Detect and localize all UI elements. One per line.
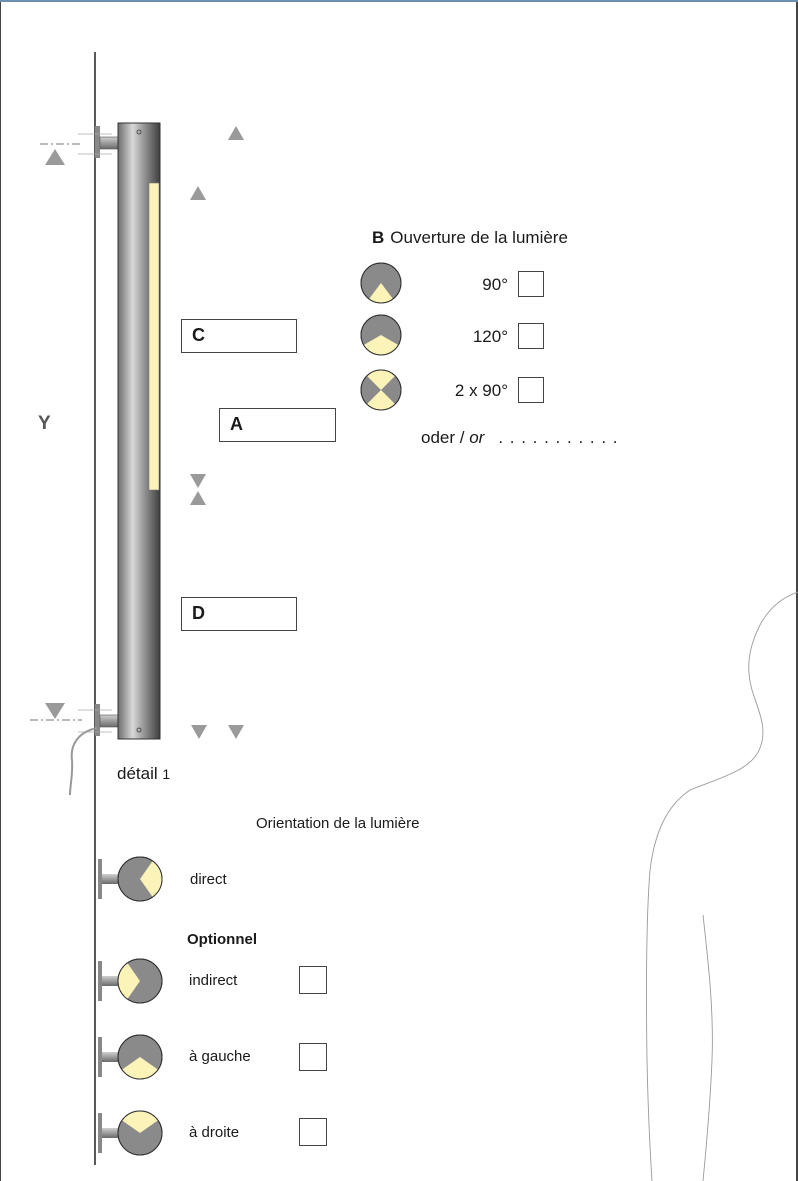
detail-text: détail [117,764,158,783]
orientation-right-label: à droite [189,1124,240,1141]
human-silhouette-outline [645,591,798,1181]
opening-option-2x90-label: 2 x 90° [454,381,508,400]
or-italic-text: or [469,428,485,447]
opening-120-icon [360,314,402,356]
opening-option-90-label: 90° [482,275,508,294]
orientation-direct-label: direct [190,871,227,888]
optional-heading: Optionnel [187,931,257,948]
opening-90-icon [360,262,402,304]
opening-letter: B [372,228,385,247]
dimension-markers [45,126,244,739]
label-box-d: D [181,597,297,631]
opening-2x90-icon [360,369,402,411]
orientation-indirect-checkbox[interactable] [299,966,327,994]
orientation-left-checkbox[interactable] [299,1043,327,1071]
orientation-direct-icon [98,856,163,902]
bottom-wall-bracket [30,704,121,796]
orientation-left-label: à gauche [189,1048,251,1065]
label-d-text: D [192,603,205,623]
dimension-y-label: Y [38,413,51,434]
power-cable [69,727,98,796]
detail-label: détail 1 [117,764,170,784]
orientation-title: Orientation de la lumière [256,815,420,832]
opening-120-checkbox[interactable] [518,323,544,349]
luminaire-tube [117,122,161,740]
opening-heading: B Ouverture de la lumière [372,228,568,248]
opening-option-120-label: 120° [472,327,508,346]
orientation-left-icon [98,1034,163,1080]
light-strip [148,182,160,491]
detail-number: 1 [162,766,171,782]
label-a-text: A [230,414,243,434]
label-box-a: A [219,408,336,442]
or-text: oder / [421,428,470,447]
top-wall-bracket [40,126,121,158]
orientation-right-checkbox[interactable] [299,1118,327,1146]
human-silhouette-arm [702,914,713,1181]
orientation-indirect-icon [98,958,163,1004]
orientation-indirect-label: indirect [189,972,238,989]
label-c-text: C [192,325,205,345]
orientation-right-icon [98,1110,163,1156]
opening-title: Ouverture de la lumière [390,228,568,247]
other-value-dots[interactable]: . . . . . . . . . . . [498,428,619,447]
label-box-c: C [181,319,297,353]
opening-90-checkbox[interactable] [518,271,544,297]
opening-other-line: oder / or . . . . . . . . . . . [421,428,619,448]
opening-2x90-checkbox[interactable] [518,377,544,403]
